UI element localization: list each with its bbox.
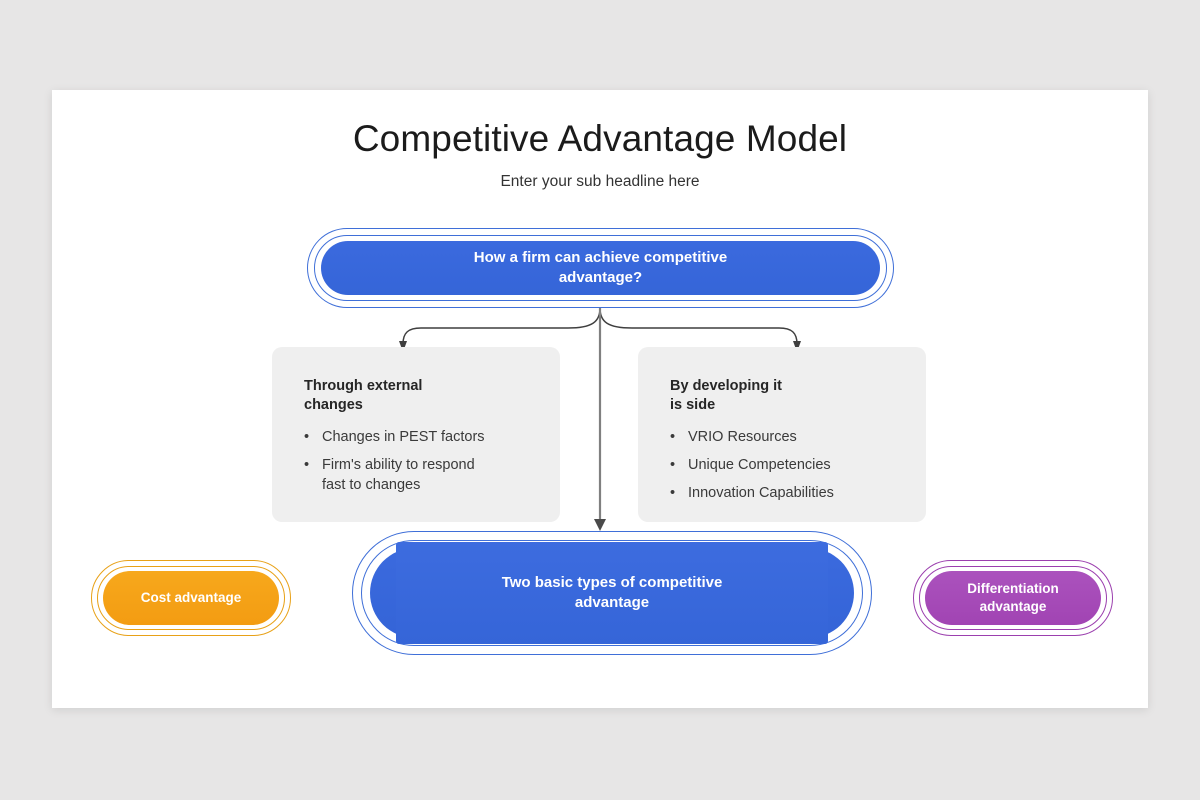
panel-right-heading: By developing it is side: [670, 378, 782, 414]
node-bottom-label: Two basic types of competitive advantage: [501, 573, 723, 611]
node-body: Two basic types of competitive advantage: [396, 542, 828, 644]
node-cost-label: Cost advantage: [140, 590, 242, 606]
panel-external-changes: Through external changes • Changes in PE…: [272, 347, 560, 522]
outer-ring: [307, 228, 894, 308]
list-item-text: VRIO Resources: [688, 429, 797, 446]
inner-ring: [97, 566, 285, 630]
inner-ring: [361, 540, 863, 646]
bullet-icon: •: [670, 457, 676, 474]
node-top-label: How a firm can achieve competitive advan…: [473, 248, 728, 286]
node-cost-advantage[interactable]: Cost advantage: [91, 560, 291, 636]
slide-sheet: Competitive Advantage Model Enter your s…: [52, 90, 1148, 708]
panel-left-heading: Through external changes: [304, 378, 423, 414]
list-item-text: Firm's ability to respond fast to change…: [322, 457, 475, 494]
branch-arrow-left: [399, 307, 601, 352]
bullet-icon: •: [304, 457, 310, 474]
page-subtitle: Enter your sub headline here: [500, 173, 700, 190]
list-item-text: Unique Competencies: [688, 457, 831, 474]
outer-ring: [913, 560, 1113, 636]
panel-internal-development: By developing it is side • VRIO Resource…: [638, 347, 926, 522]
list-item: • Changes in PEST factors: [304, 427, 534, 447]
inner-ring: [314, 235, 887, 301]
bullet-icon: •: [670, 485, 676, 502]
list-item-text: Changes in PEST factors: [322, 429, 485, 446]
inner-ring: [919, 566, 1107, 630]
node-differentiation-label: Differentiation advantage: [967, 581, 1059, 614]
list-item: • Firm's ability to respond fast to chan…: [304, 455, 534, 495]
node-top-question[interactable]: How a firm can achieve competitive advan…: [307, 228, 894, 308]
list-item: • Unique Competencies: [670, 455, 900, 475]
node-body: Differentiation advantage: [925, 571, 1101, 625]
node-body: Cost advantage: [103, 571, 279, 625]
bullet-icon: •: [670, 429, 676, 446]
page-title: Competitive Advantage Model: [352, 118, 848, 159]
list-item-text: Innovation Capabilities: [688, 485, 834, 502]
bullet-icon: •: [304, 429, 310, 446]
node-body: How a firm can achieve competitive advan…: [321, 241, 880, 295]
outer-ring: [91, 560, 291, 636]
branch-arrow-right: [599, 307, 801, 352]
vertical-arrow-down: [594, 308, 606, 531]
list-item: • Innovation Capabilities: [670, 483, 900, 503]
list-item: • VRIO Resources: [670, 427, 900, 447]
outer-ring: [352, 531, 872, 655]
node-differentiation-advantage[interactable]: Differentiation advantage: [913, 560, 1113, 636]
node-two-basic-types[interactable]: Two basic types of competitive advantage: [352, 531, 872, 655]
